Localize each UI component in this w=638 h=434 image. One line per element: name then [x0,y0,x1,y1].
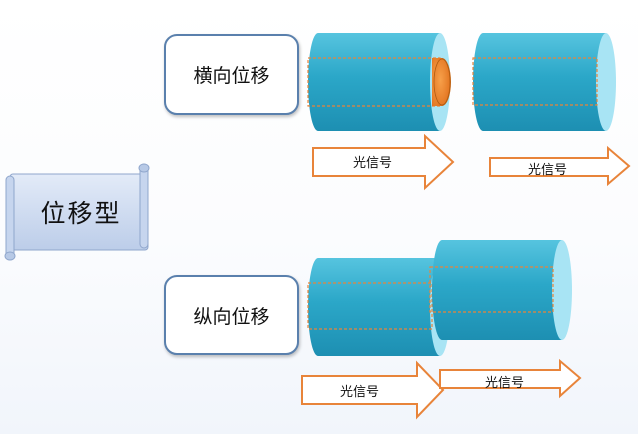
lateral-fiber-right [472,33,616,131]
lateral-fiber-left [307,33,451,131]
lateral-displacement-label: 横向位移 [164,34,299,115]
scroll-banner [4,163,150,261]
longitudinal-displacement-label: 纵向位移 [164,275,299,355]
longitudinal-fiber-right [429,240,572,340]
signal-arrow [301,360,445,420]
lateral-signal-left-label: 光信号 [353,156,393,171]
category-label: 位移型 [40,199,122,228]
signal-arrow [489,145,631,187]
longitudinal-label-text: 纵向位移 [193,305,270,328]
signal-arrow [312,133,455,191]
longitudinal-fiber-left [307,258,450,356]
lateral-signal-right-label: 光信号 [528,163,568,178]
signal-arrow [439,358,582,399]
lateral-label-text: 横向位移 [193,65,270,87]
longitudinal-signal-right-label: 光信号 [485,376,525,391]
longitudinal-signal-left-label: 光信号 [340,385,380,400]
